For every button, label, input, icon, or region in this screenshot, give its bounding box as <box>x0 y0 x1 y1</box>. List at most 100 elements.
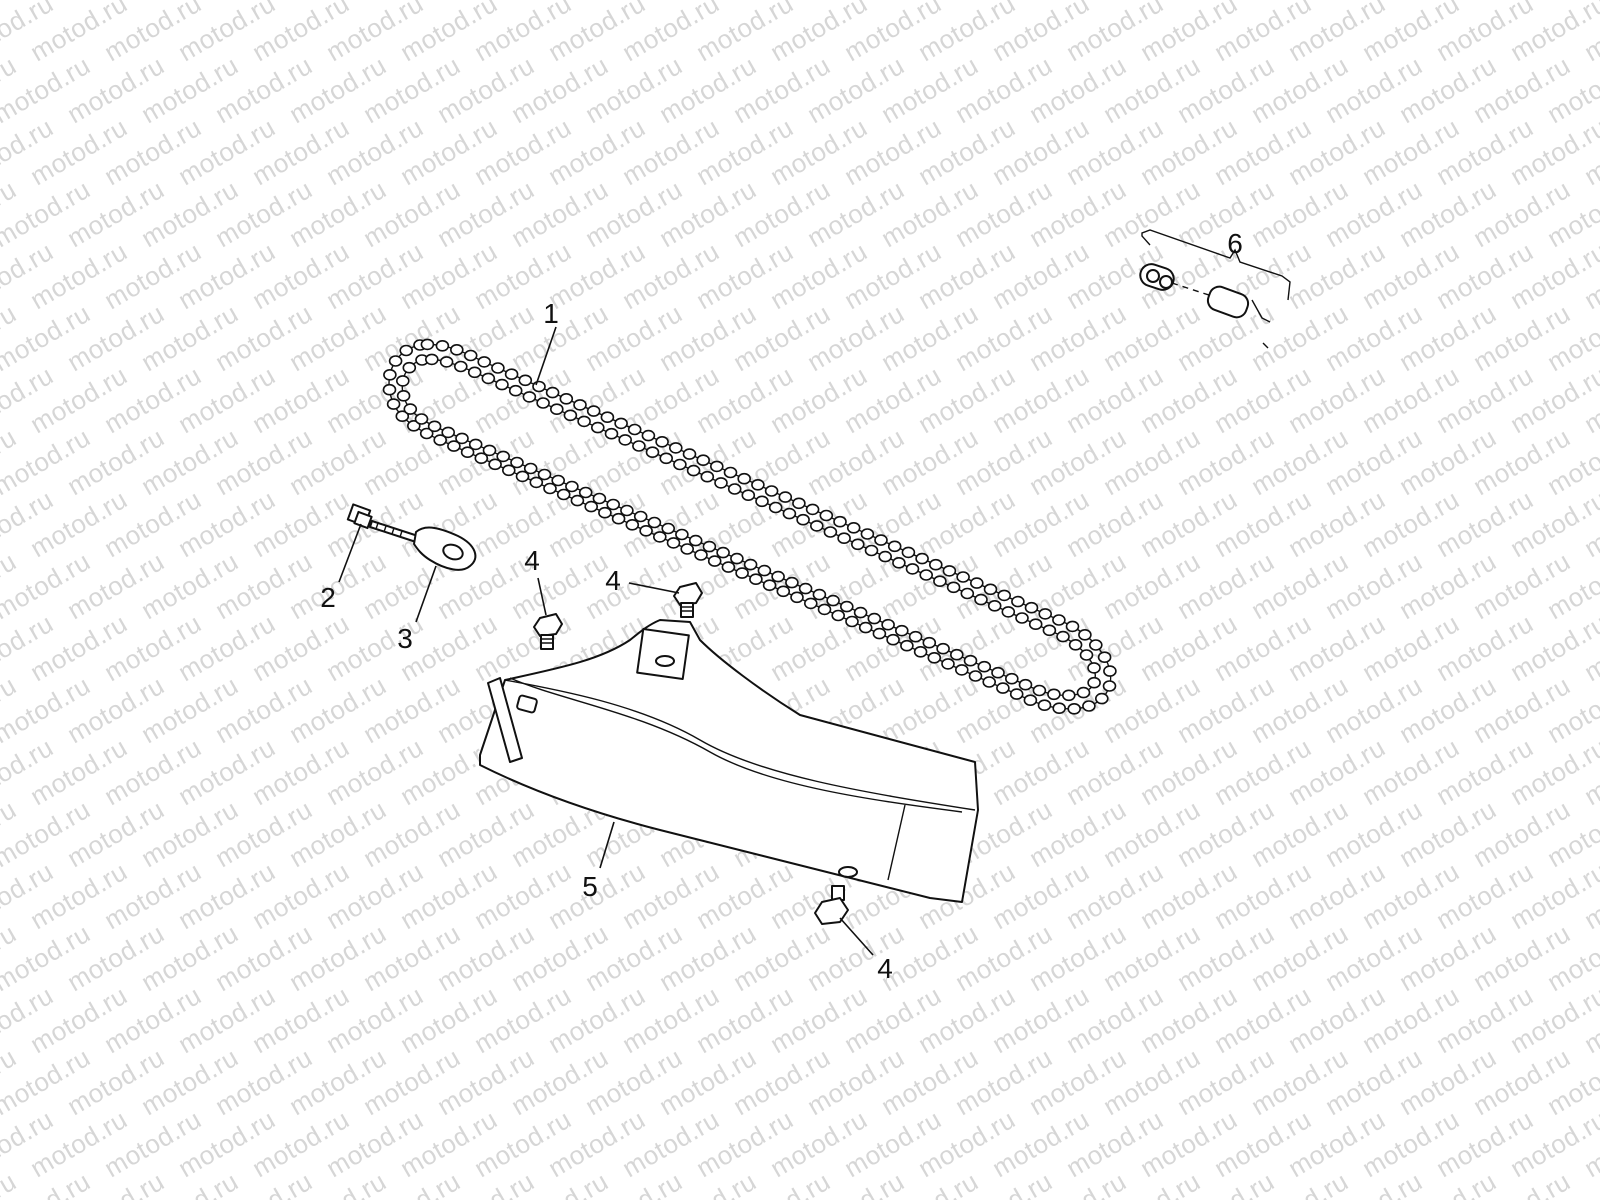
drive-chain <box>382 338 1117 715</box>
master-link-plate-right <box>1206 285 1250 319</box>
chain-roller <box>529 476 544 489</box>
chain-roller <box>510 456 524 469</box>
chain-roller <box>382 383 397 396</box>
chain-roller <box>570 494 585 507</box>
chain-roller <box>584 500 599 513</box>
chain-roller <box>573 399 587 411</box>
chain-roller <box>881 618 895 631</box>
chain-roller <box>762 579 777 592</box>
chain-roller <box>714 477 728 489</box>
chain-roller <box>488 458 502 471</box>
callout-label-4-top-left: 4 <box>524 545 540 576</box>
chain-roller <box>991 666 1005 679</box>
leader-2 <box>338 523 362 583</box>
chain-roller <box>721 561 736 573</box>
chain-roller <box>996 682 1010 694</box>
chain-roller <box>1102 680 1117 692</box>
chain-roller <box>586 405 601 417</box>
callout-leaders <box>338 326 874 956</box>
chain-roller <box>960 587 975 600</box>
chain-roller <box>823 526 838 538</box>
chain-roller <box>782 507 797 520</box>
chain-roller <box>598 506 612 519</box>
flange-bolt-top-left <box>533 613 563 650</box>
chain-guard-rear-seam <box>887 804 906 881</box>
chain-roller <box>559 392 574 405</box>
chain-roller <box>460 446 475 459</box>
chain-roller <box>949 648 964 661</box>
chain-roller <box>805 503 820 516</box>
chain-roller <box>668 442 683 454</box>
chain-roller <box>688 534 703 547</box>
chain-roller <box>741 489 756 502</box>
chain-roller <box>1076 686 1091 699</box>
chain-roller <box>680 543 695 555</box>
chain-roller <box>1056 630 1070 643</box>
chain-roller <box>874 534 888 546</box>
chain-roller <box>633 510 648 523</box>
chain-roller <box>549 403 564 416</box>
chain-roller <box>675 528 689 541</box>
flange-bolt-bottom <box>814 885 849 925</box>
chain-roller <box>449 343 464 356</box>
leader-4a <box>537 577 547 616</box>
chain-roller <box>974 593 988 606</box>
chain-roller <box>927 651 942 664</box>
chain-guard-rear-hole <box>838 866 858 878</box>
chain-roller <box>1015 612 1029 624</box>
chain-roller <box>1038 608 1052 620</box>
chain-guard-front-tab <box>487 677 523 763</box>
chain-roller <box>659 452 674 465</box>
chain-roller <box>406 419 421 432</box>
chain-roller <box>1065 620 1080 633</box>
chain-roller <box>1018 678 1033 691</box>
chain-roller <box>1097 651 1112 664</box>
chain-roller <box>707 555 722 567</box>
chain-roller <box>386 398 401 410</box>
watermark-text: motod.ru <box>0 1166 21 1200</box>
chain-roller <box>1042 624 1057 637</box>
chain-roller <box>441 426 456 439</box>
chain-guard-fold <box>504 679 976 811</box>
master-link-dash <box>1262 342 1269 349</box>
chain-roller <box>850 538 865 551</box>
chain-roller <box>956 571 970 583</box>
chain-roller <box>1047 688 1061 701</box>
chain-roller <box>474 452 489 465</box>
chain-roller <box>578 486 593 499</box>
chain-roller <box>383 368 397 381</box>
chain-roller <box>894 624 909 637</box>
chain-roller <box>727 483 742 495</box>
bolt-thread <box>681 606 693 612</box>
chain-roller <box>755 495 769 508</box>
chain-roller <box>936 642 950 655</box>
chain-roller <box>620 504 634 517</box>
callout-label-5: 5 <box>582 871 598 902</box>
chain-roller <box>709 460 724 473</box>
chain-roller <box>625 518 640 531</box>
bolt-head <box>673 582 703 606</box>
chain-roller <box>447 440 461 452</box>
chain-roller <box>522 391 537 403</box>
chain-roller <box>826 594 840 607</box>
chain-roller <box>590 421 605 434</box>
chain-roller <box>433 434 448 446</box>
chain-roller <box>878 550 893 563</box>
leader-4c <box>839 917 874 956</box>
chain-roller <box>905 563 920 575</box>
master-link <box>1139 229 1291 349</box>
chain-roller <box>518 374 533 387</box>
chain-roller <box>809 520 824 532</box>
chain-roller <box>686 464 701 477</box>
bolt-head <box>533 613 563 637</box>
chain-roller <box>655 435 669 448</box>
chain-roller <box>900 639 914 652</box>
chain-roller <box>496 450 511 463</box>
chain-roller <box>983 583 998 596</box>
leader-5 <box>599 821 615 869</box>
chain-roller <box>1024 601 1039 614</box>
chain-roller <box>1068 638 1083 651</box>
chain-roller <box>652 531 667 543</box>
chain-roller <box>817 603 832 616</box>
chain-roller <box>837 532 851 545</box>
